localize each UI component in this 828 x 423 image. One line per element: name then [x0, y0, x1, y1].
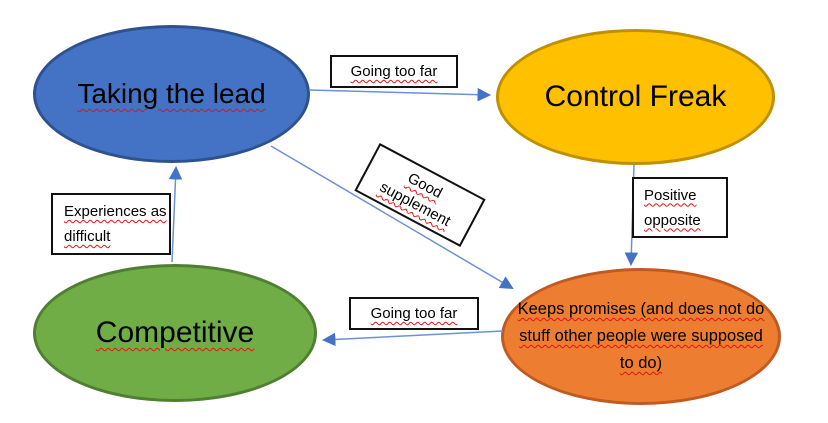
edge-label-positive-opposite: Positive opposite	[632, 177, 728, 238]
node-competitive: Competitive	[33, 264, 317, 402]
edge-label-going-too-far-top-text: Going too far	[350, 63, 438, 80]
edge-label-experiences-as-difficult: Experiences as difficult	[51, 193, 171, 255]
node-control-freak-label: Control Freak	[544, 80, 727, 113]
arrow-lead-to-control-freak	[308, 87, 492, 102]
arrow-competitive-to-lead	[168, 165, 183, 263]
node-taking-the-lead-label: Taking the lead	[77, 78, 266, 109]
node-taking-the-lead: Taking the lead	[33, 25, 310, 163]
edge-label-good-supplement-text: Good supplement	[376, 169, 454, 230]
edge-label-going-too-far-top: Going too far	[330, 55, 458, 88]
node-keeps-promises: Keeps promises (and does not do stuff ot…	[501, 268, 781, 405]
node-control-freak: Control Freak	[496, 29, 775, 165]
edge-label-going-too-far-bottom-text: Going too far	[370, 305, 458, 322]
edge-label-experiences-as-difficult-text: Experiences as difficult	[64, 203, 167, 245]
node-keeps-promises-label: Keeps promises (and does not do stuff ot…	[517, 300, 765, 372]
edge-label-going-too-far-bottom: Going too far	[349, 297, 479, 330]
arrow-keeps-promises-to-competitive	[321, 330, 504, 347]
edge-label-good-supplement: Good supplement	[354, 142, 486, 248]
edge-label-positive-opposite-text: Positive opposite	[644, 186, 701, 229]
node-competitive-label: Competitive	[95, 316, 255, 349]
